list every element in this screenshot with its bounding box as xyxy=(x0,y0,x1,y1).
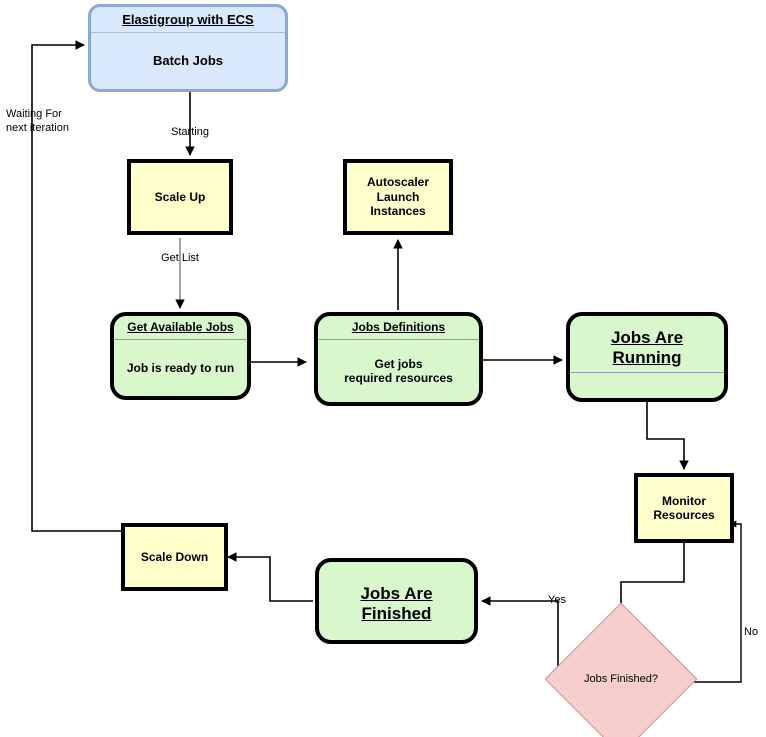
node-jobs-definitions-body: Get jobs required resources xyxy=(344,356,453,385)
decision-diamond-shape xyxy=(544,602,698,737)
node-elastigroup-with-ecs[interactable]: Elastigroup with ECS Batch Jobs xyxy=(88,4,288,92)
node-jobs-are-running-divider xyxy=(570,371,724,373)
node-jobs-definitions[interactable]: Jobs Definitions Get jobs required resou… xyxy=(314,312,483,406)
node-elastigroup-divider xyxy=(91,31,285,33)
node-scale-up-label: Scale Up xyxy=(154,189,206,204)
edge-monitor-resources-to-decision xyxy=(616,543,685,618)
edge-label-waiting-for-next-iteration: Waiting For next iteration xyxy=(6,108,69,134)
node-jobs-definitions-header: Jobs Definitions xyxy=(351,320,446,334)
node-jobs-are-finished-header: Jobs Are Finished xyxy=(360,584,433,623)
node-elastigroup-body: Batch Jobs xyxy=(152,53,224,69)
node-jobs-finished-decision[interactable]: Jobs Finished? xyxy=(544,602,698,737)
node-get-available-jobs[interactable]: Get Available Jobs Job is ready to run xyxy=(110,312,251,400)
node-autoscaler-label: Autoscaler Launch Instances xyxy=(366,175,430,219)
node-autoscaler-launch-instances[interactable]: Autoscaler Launch Instances xyxy=(343,159,453,235)
edge-label-starting: Starting xyxy=(171,126,209,138)
edge-jobs-are-running-to-monitor-resources xyxy=(646,402,689,470)
node-get-available-jobs-divider xyxy=(114,338,247,340)
decision-label: Jobs Finished? xyxy=(584,673,658,685)
edge-decision-yes-to-jobs-are-finished xyxy=(481,596,559,682)
node-get-available-jobs-body: Job is ready to run xyxy=(126,360,235,375)
node-monitor-resources-label: Monitor Resources xyxy=(653,493,715,522)
node-scale-up[interactable]: Scale Up xyxy=(127,159,233,235)
node-jobs-are-running-header: Jobs Are Running xyxy=(610,328,684,367)
edge-decision-no-to-monitor-resources xyxy=(684,520,742,683)
node-jobs-are-running-body xyxy=(570,373,724,393)
node-scale-down[interactable]: Scale Down xyxy=(121,523,228,591)
node-elastigroup-header: Elastigroup with ECS xyxy=(122,12,254,27)
node-get-available-jobs-header: Get Available Jobs xyxy=(127,320,234,334)
node-scale-down-label: Scale Down xyxy=(140,549,209,564)
node-jobs-are-finished-body xyxy=(319,624,474,632)
node-jobs-are-running[interactable]: Jobs Are Running xyxy=(566,312,728,402)
edge-jobs-are-finished-to-scale-down xyxy=(227,552,313,602)
edge-label-yes: Yes xyxy=(548,594,566,606)
edge-label-no: No xyxy=(744,626,759,638)
node-jobs-definitions-divider xyxy=(318,338,479,340)
node-jobs-are-finished[interactable]: Jobs Are Finished xyxy=(315,558,478,644)
node-monitor-resources[interactable]: Monitor Resources xyxy=(634,473,734,543)
edge-label-get-list: Get List xyxy=(161,252,199,264)
